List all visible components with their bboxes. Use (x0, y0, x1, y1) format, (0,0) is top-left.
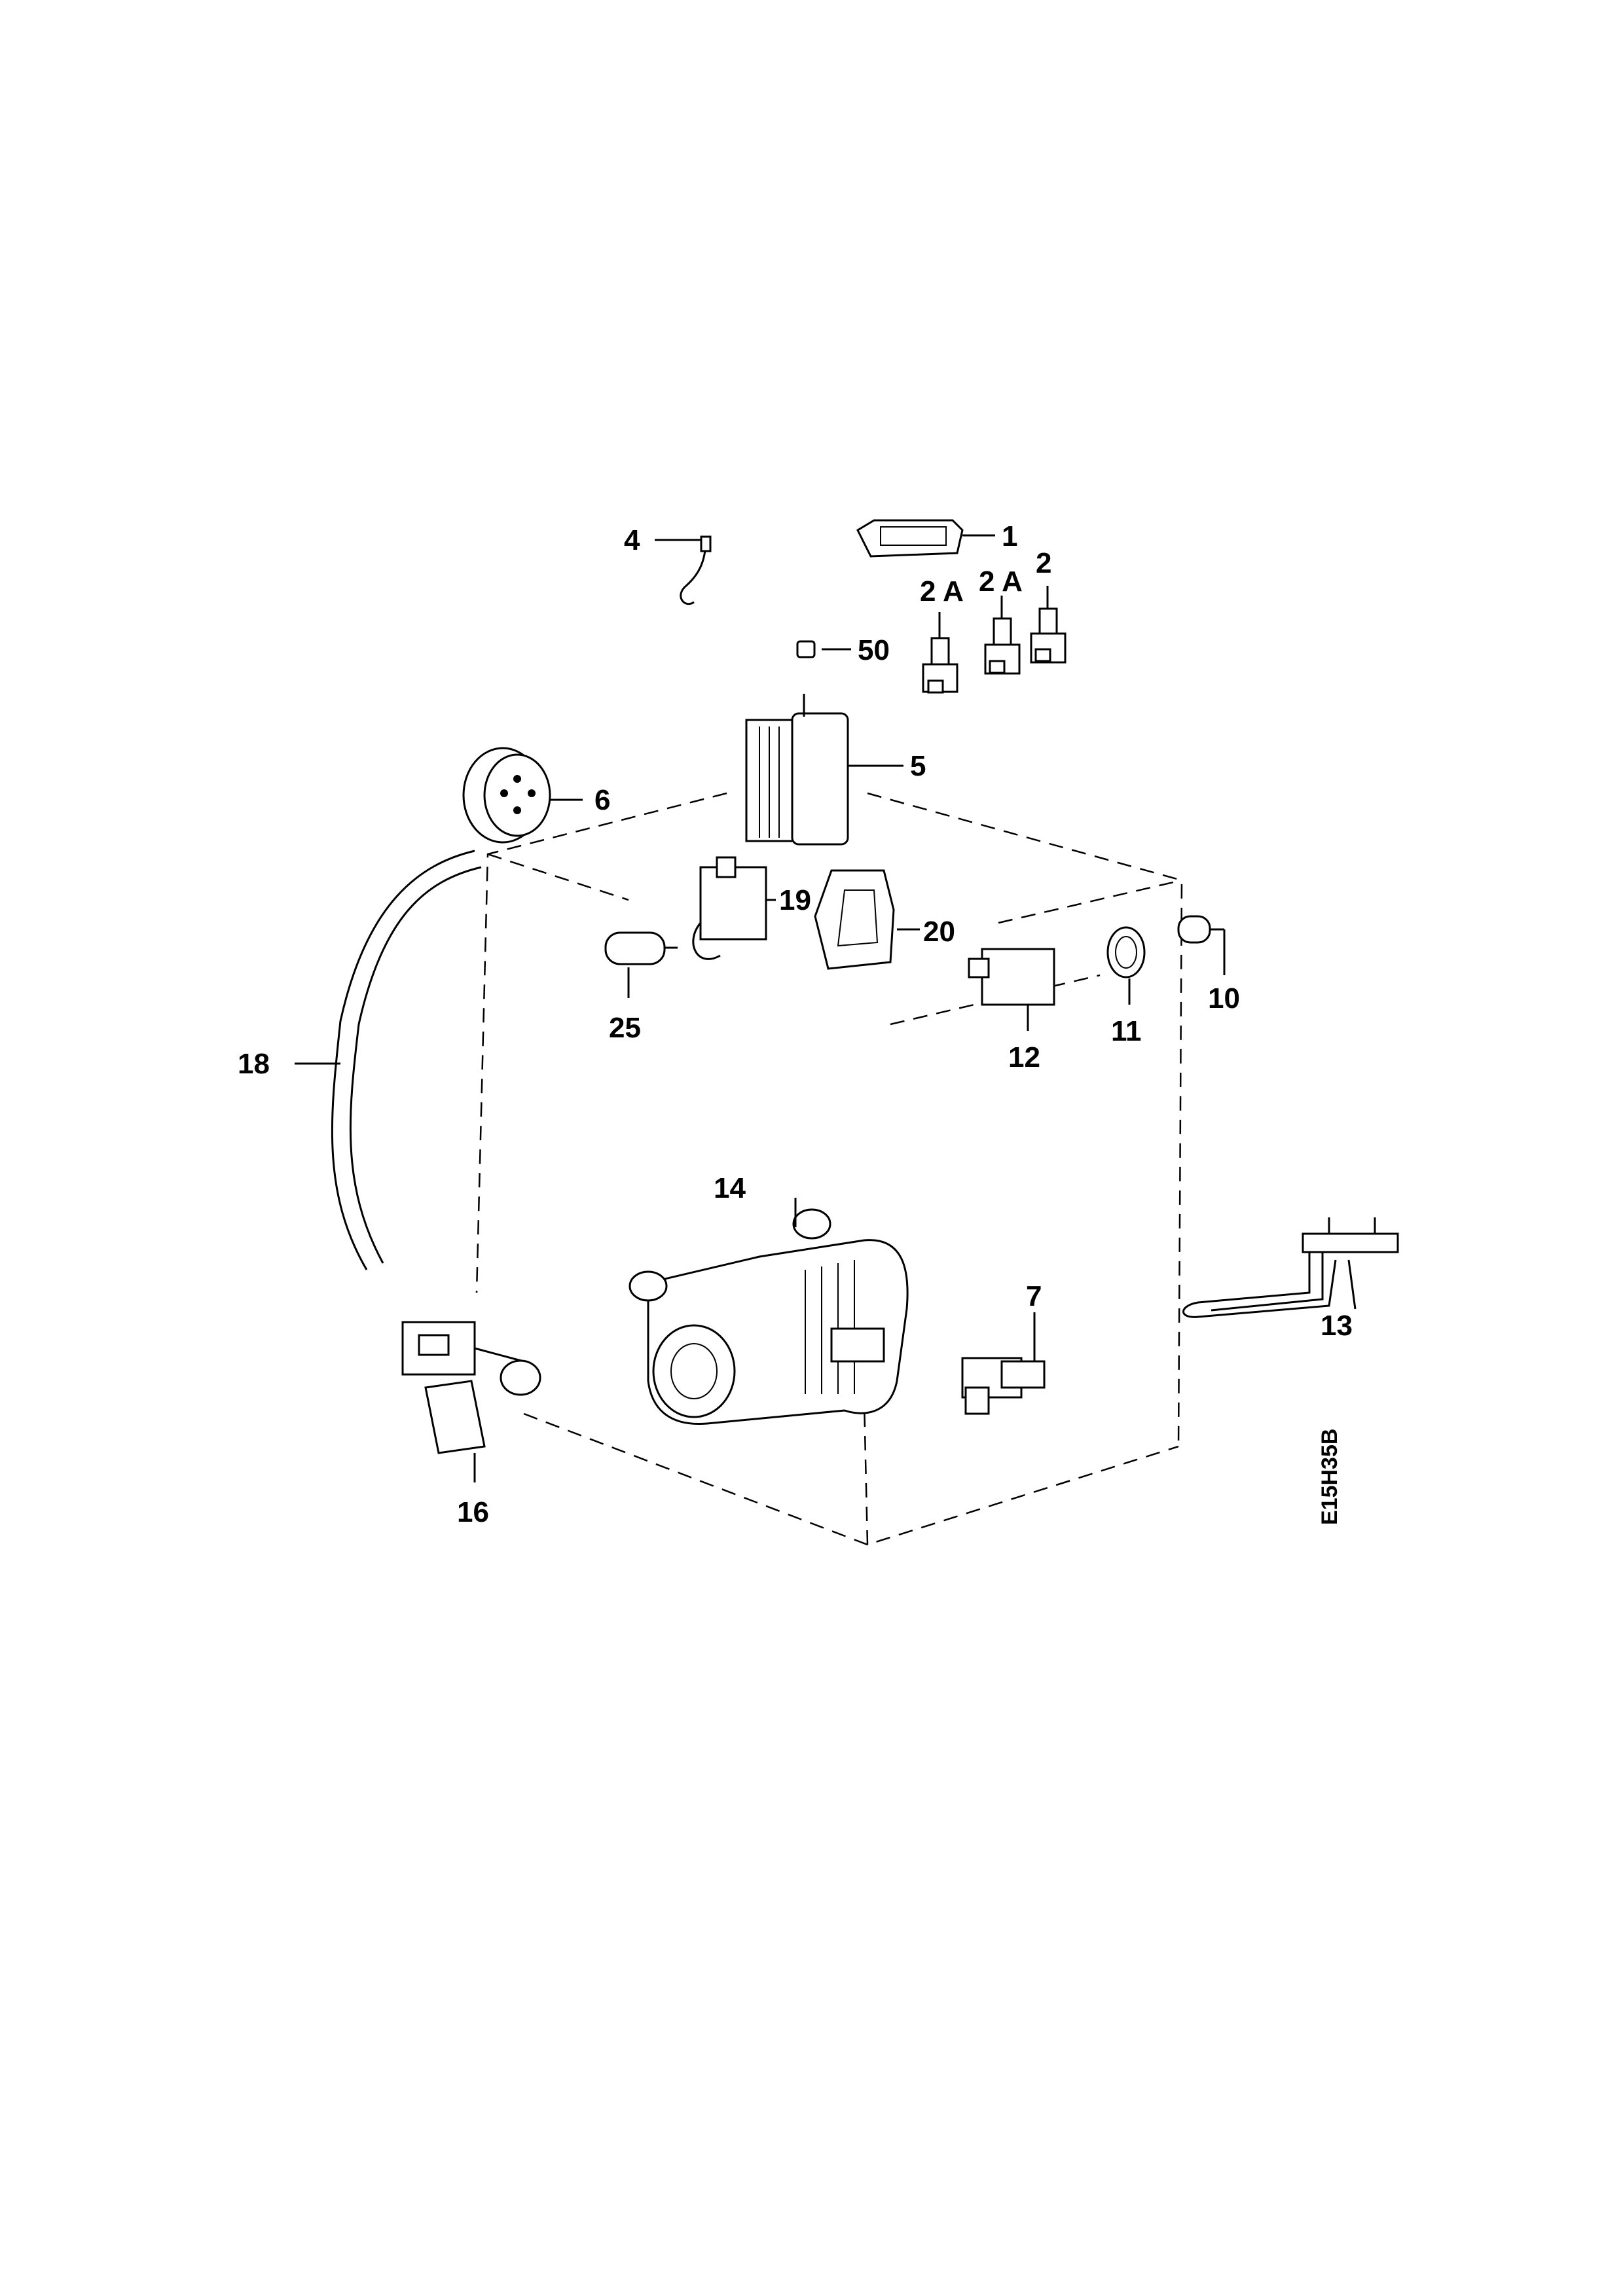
label-part-4: 4 (624, 524, 640, 556)
callout-labels: 1 2 2 A 2 A 4 5 6 7 10 11 12 13 14 16 18… (238, 520, 1353, 1528)
label-part-6: 6 (594, 784, 610, 816)
part-5-programmer (745, 694, 903, 846)
part-50-knob (796, 640, 851, 658)
label-part-2a-middle: 2 A (979, 565, 1023, 598)
label-part-12: 12 (1008, 1041, 1040, 1073)
part-20-gasket (814, 869, 920, 970)
label-part-5: 5 (910, 750, 926, 782)
part-10-thermostat (1177, 915, 1226, 975)
part-1-panel-plate (856, 519, 995, 558)
part-25-capacitor (604, 931, 678, 998)
part-14-drive-motor (629, 1198, 909, 1426)
part-4-wire (655, 535, 712, 605)
label-part-25: 25 (609, 1012, 641, 1044)
label-part-13: 13 (1321, 1310, 1353, 1342)
label-part-7: 7 (1026, 1280, 1042, 1312)
label-part-10: 10 (1208, 982, 1240, 1014)
part-2-switch-right (1030, 586, 1067, 664)
part-7-inlet-valve (961, 1312, 1046, 1415)
part-2a-switch-middle (984, 596, 1021, 675)
label-part-19: 19 (779, 884, 811, 916)
label-part-50: 50 (858, 634, 890, 666)
label-part-11: 11 (1111, 1015, 1142, 1047)
label-part-16: 16 (457, 1496, 489, 1528)
part-18-hose (295, 850, 482, 1270)
part-6-pump-motor (462, 747, 583, 844)
drawing-reference-code: E15H35B (1317, 1429, 1342, 1525)
part-19-door-lock (692, 856, 776, 960)
part-2a-switch-left (922, 612, 958, 694)
part-11-knob (1106, 926, 1146, 1005)
label-part-1: 1 (1002, 520, 1017, 552)
part-16-drain-pump (401, 1321, 541, 1482)
part-12-switch-block (968, 948, 1055, 1031)
label-part-2a-left: 2 A (920, 575, 964, 607)
part-13-heating-element (1182, 1217, 1399, 1318)
label-part-14: 14 (714, 1172, 746, 1204)
label-part-20: 20 (923, 916, 955, 948)
label-part-18: 18 (238, 1048, 270, 1080)
label-part-2: 2 (1036, 547, 1051, 579)
